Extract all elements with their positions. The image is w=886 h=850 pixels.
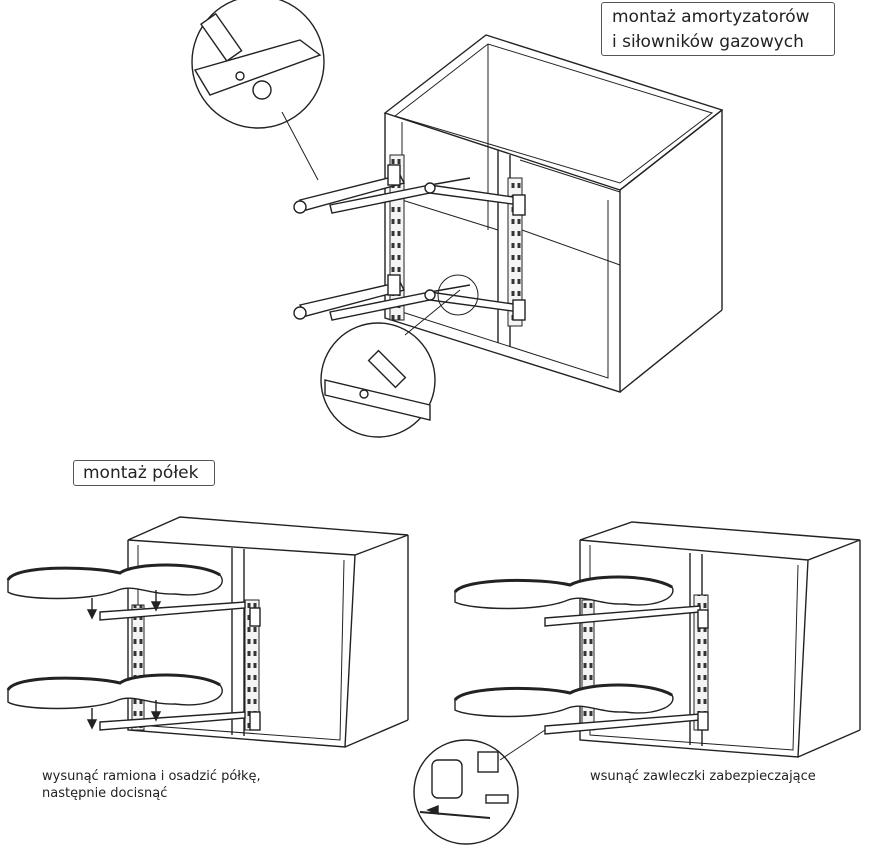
caption-left-line-1: wysunąć ramiona i osadzić półkę, — [42, 769, 261, 784]
detail-magnifier-pin — [413, 729, 546, 845]
shelf-mounting-title: montaż półek — [73, 460, 215, 486]
caption-extend-arms: wysunąć ramiona i osadzić półkę, następn… — [42, 768, 261, 802]
bottom-right-cabinet-drawing — [453, 521, 861, 758]
detail-magnifier-upper — [191, 0, 325, 181]
caption-left-line-2: następnie docisnąć — [42, 786, 168, 801]
top-cabinet-drawing — [293, 34, 724, 393]
detail-magnifier-lower — [320, 274, 479, 438]
title-line-2: i siłowników gazowych — [612, 32, 804, 52]
caption-insert-pins: wsunąć zawleczki zabezpieczające — [590, 769, 816, 784]
shock-absorber-mounting-title: montaż amortyzatorów i siłowników gazowy… — [601, 2, 835, 56]
title-line-1: montaż amortyzatorów — [612, 7, 810, 27]
bottom-left-cabinet-drawing — [6, 516, 409, 748]
